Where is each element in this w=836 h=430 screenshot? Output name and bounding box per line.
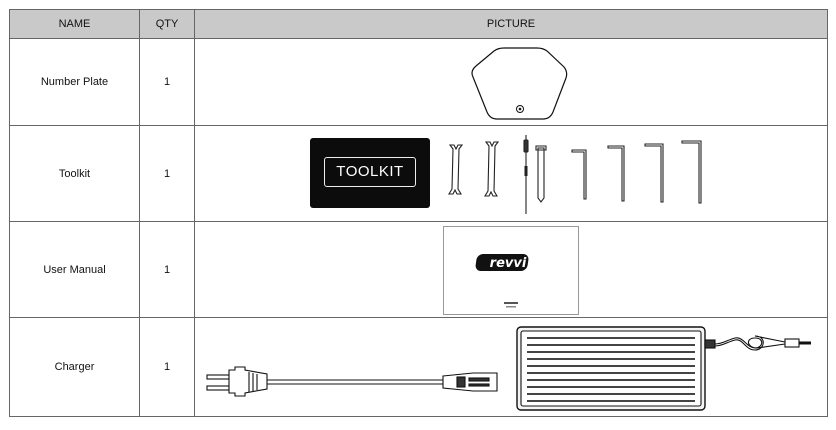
toolkit-bag-label: TOOLKIT [324, 157, 416, 187]
picture-cell: TOOLKIT [194, 125, 828, 222]
qty-cell: 1 [139, 221, 195, 318]
brand-logo: revvi [475, 254, 529, 308]
header-row: NAME QTY PICTURE [9, 9, 828, 39]
picture-cell: revvi [194, 221, 828, 318]
name-cell: Number Plate [9, 38, 140, 126]
number-plate-image [471, 47, 568, 120]
picture-cell [194, 38, 828, 126]
table-row: User Manual 1 revvi [9, 221, 828, 318]
table-row: Toolkit 1 TOOLKIT [9, 125, 828, 222]
brand-logo-text: revvi [490, 256, 527, 271]
qty-cell: 1 [139, 38, 195, 126]
table-row: Number Plate 1 [9, 38, 828, 126]
tools-image [448, 135, 702, 214]
header-name: NAME [9, 9, 140, 39]
header-picture: PICTURE [194, 9, 828, 39]
name-cell: Charger [9, 317, 140, 417]
picture-cell [194, 317, 828, 417]
name-cell: User Manual [9, 221, 140, 318]
parts-table: NAME QTY PICTURE Number Plate 1 Toolkit … [9, 9, 828, 417]
charger-image [206, 326, 811, 411]
qty-cell: 1 [139, 125, 195, 222]
toolkit-bag-image: TOOLKIT [310, 138, 430, 208]
name-cell: Toolkit [9, 125, 140, 222]
user-manual-image: revvi [443, 226, 579, 315]
qty-cell: 1 [139, 317, 195, 417]
header-qty: QTY [139, 9, 195, 39]
table-row: Charger 1 [9, 317, 828, 417]
